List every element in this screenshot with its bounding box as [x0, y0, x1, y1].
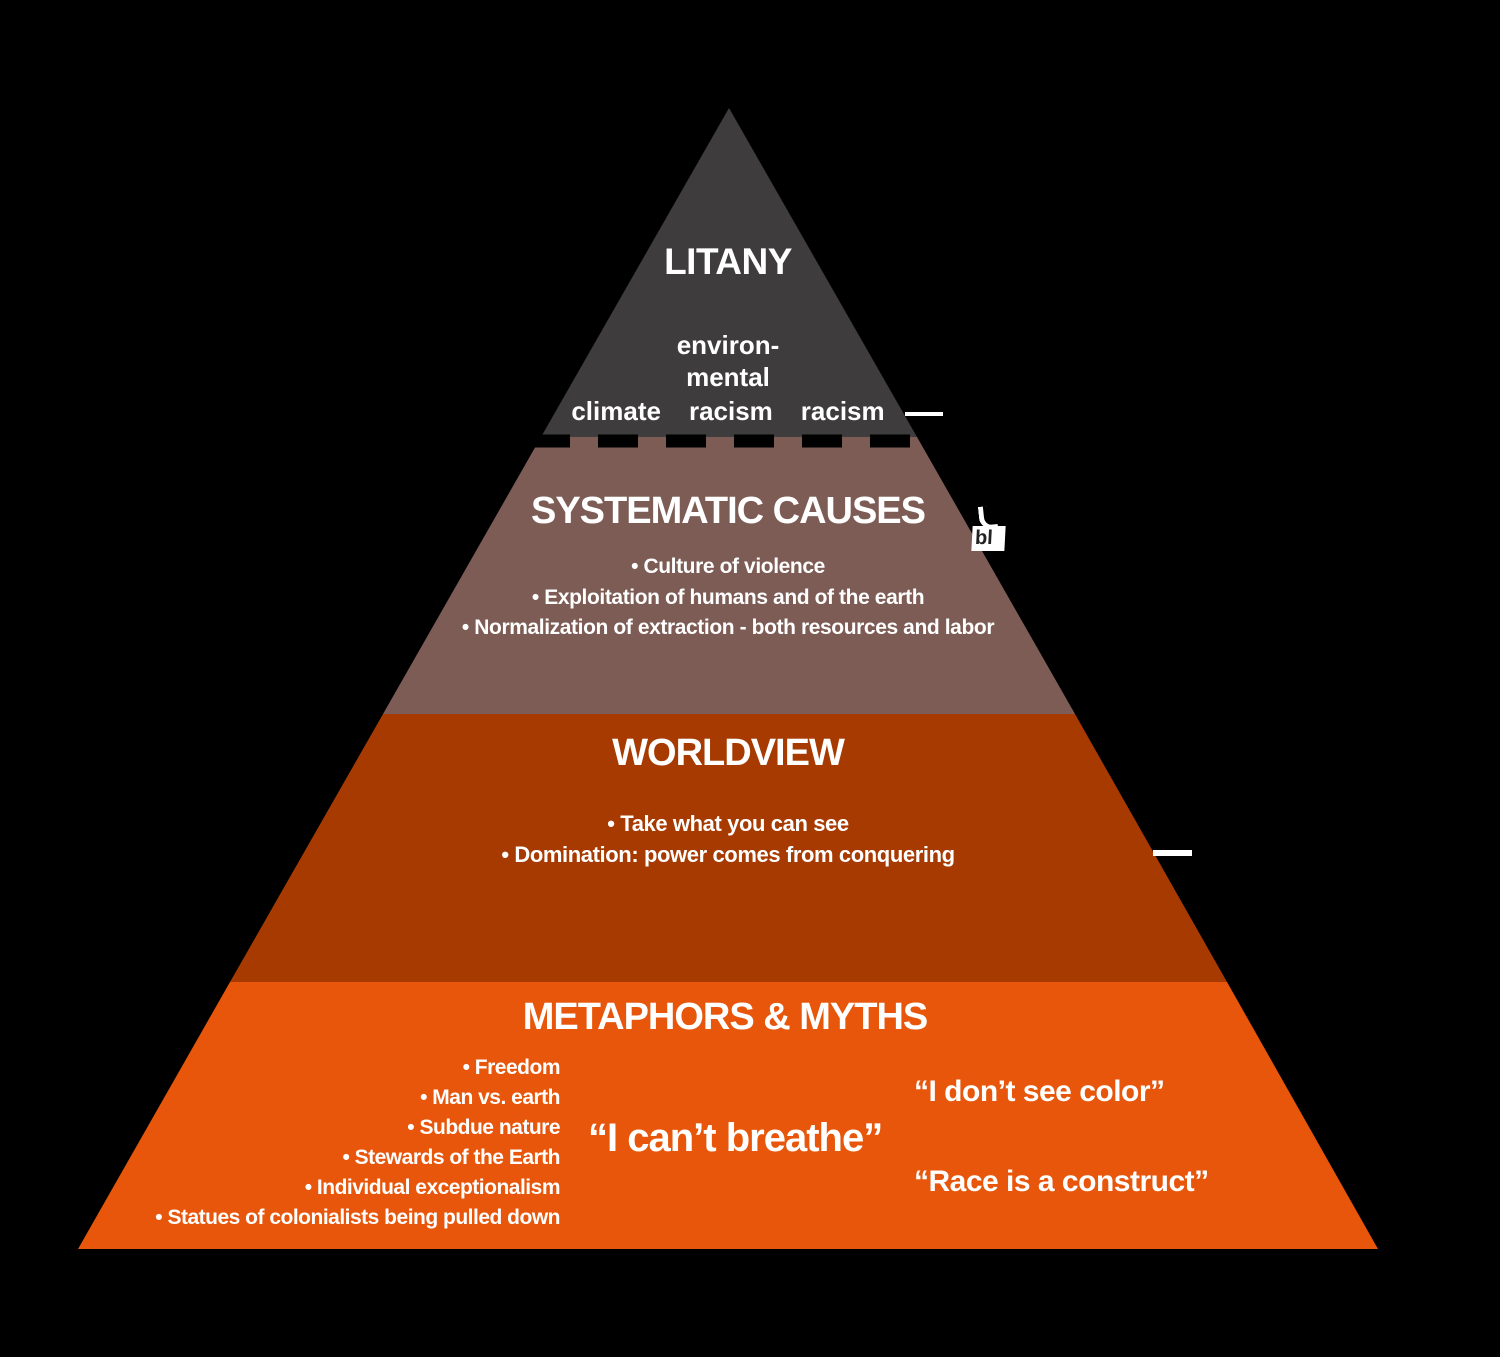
edge-artifact-text-fragment: bl: [971, 526, 1006, 551]
worldview-layer-shape: [230, 714, 1227, 982]
metaphors-myths-bullet: • Man vs. earth: [420, 1086, 560, 1109]
metaphors-myths-layer-shape: [78, 982, 1378, 1249]
litany-example-climate: climate: [571, 396, 661, 426]
systematic-causes-bullet: • Normalization of extraction - both res…: [461, 616, 995, 639]
metaphors-myths-bullet: • Stewards of the Earth: [342, 1146, 560, 1169]
litany-layer-title: LITANY: [664, 241, 792, 282]
metaphors-myths-bullet-list: • Freedom • Man vs. earth • Subdue natur…: [0, 1053, 560, 1233]
quote-race-is-a-construct: “Race is a construct”: [914, 1165, 1209, 1198]
metaphors-myths-bullet: • Freedom: [462, 1056, 561, 1079]
quote-i-cant-breathe: “I can’t breathe”: [588, 1116, 883, 1160]
litany-layer-shape: [541, 108, 917, 437]
litany-example-racism-middle: racism: [688, 396, 773, 426]
worldview-layer-title: WORLDVIEW: [612, 732, 845, 774]
quote-i-dont-see-color: “I don’t see color”: [914, 1075, 1165, 1108]
litany-example-racism-right: racism: [800, 396, 885, 426]
metaphors-myths-bullet: • Individual exceptionalism: [304, 1176, 561, 1199]
systematic-causes-layer-title: SYSTEMATIC CAUSES: [530, 490, 926, 532]
litany-example-environmental-line2: mental: [686, 362, 770, 392]
systematic-causes-layer-shape: [383, 437, 1075, 714]
litany-examples-row: climate racism racism: [0, 398, 1456, 424]
metaphors-myths-bullet: • Statues of colonialists being pulled d…: [155, 1206, 560, 1229]
systematic-causes-bullet: • Exploitation of humans and of the eart…: [531, 586, 925, 609]
systematic-causes-bullet: • Culture of violence: [631, 555, 825, 578]
worldview-bullet: • Domination: power comes from conquerin…: [501, 842, 955, 867]
worldview-bullet: • Take what you can see: [607, 811, 849, 836]
metaphors-myths-bullet: • Subdue nature: [407, 1116, 560, 1139]
litany-example-environmental-line1: environ-: [676, 330, 780, 360]
metaphors-myths-layer-title: METAPHORS & MYTHS: [522, 996, 929, 1038]
